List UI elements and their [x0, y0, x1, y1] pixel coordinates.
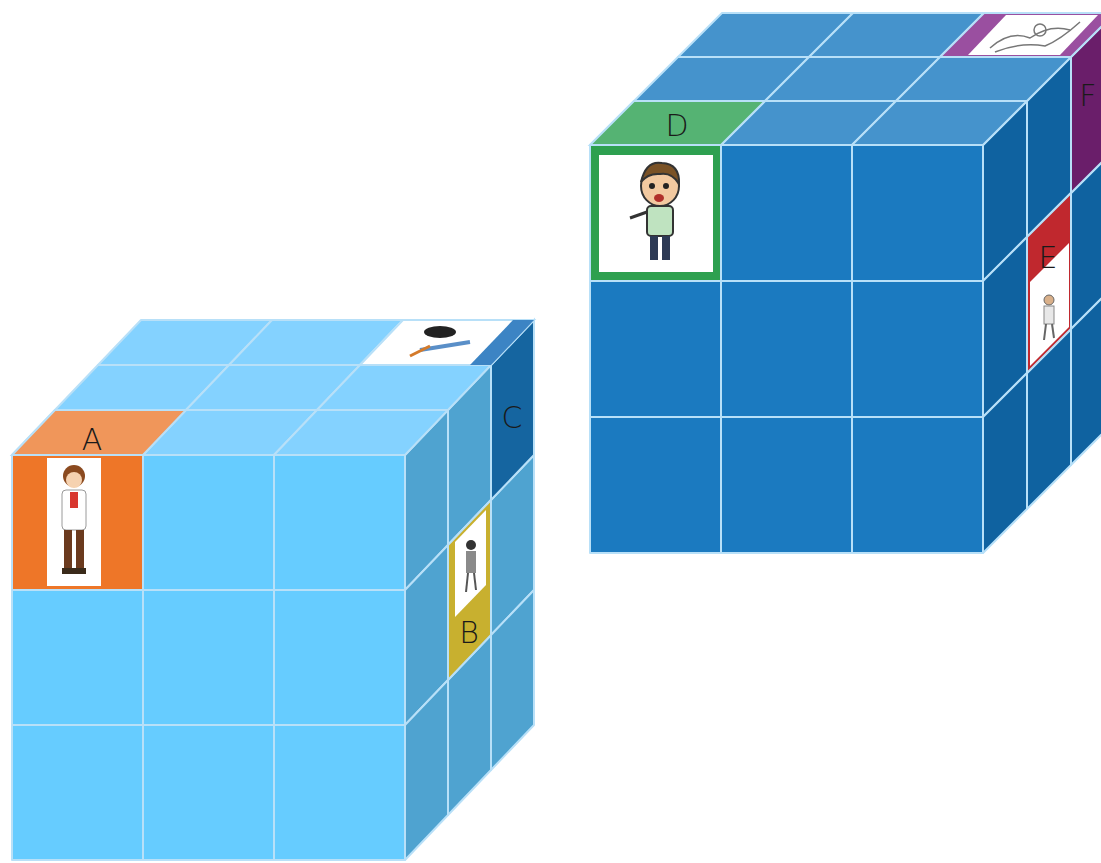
cube-cell	[590, 145, 721, 281]
cube-cell	[12, 455, 143, 590]
cube-cell	[274, 410, 448, 455]
cube-cell	[721, 417, 852, 553]
tile-b	[448, 500, 491, 680]
cube-cell	[1071, 285, 1101, 465]
cube-cell	[491, 590, 534, 770]
tile-letter: F	[1079, 81, 1096, 111]
cube-cell	[143, 455, 274, 590]
cube-cell	[590, 417, 721, 553]
cube-cell	[143, 590, 274, 725]
cube-cell	[590, 281, 721, 417]
tile-a	[12, 410, 186, 590]
cube-cell	[983, 373, 1027, 553]
tile-letter: C	[502, 403, 523, 433]
tile-e	[1027, 193, 1071, 373]
cube-cell	[405, 680, 448, 860]
tile-d	[590, 101, 765, 281]
tile-letter: B	[459, 618, 479, 648]
cube-cell	[274, 725, 405, 860]
cube-cell	[896, 57, 1071, 101]
cube-cell	[143, 725, 274, 860]
cube-cell	[940, 13, 1101, 57]
tile-c	[360, 320, 534, 500]
cube-cell	[852, 145, 983, 281]
cube-cell	[721, 145, 852, 281]
tile-f	[940, 13, 1101, 193]
cube-cell	[274, 455, 405, 590]
cube-cell	[12, 590, 143, 725]
cube-grid	[12, 13, 1101, 860]
cube-cell	[852, 101, 1027, 145]
tile-letter: D	[665, 111, 688, 141]
cube-cell	[852, 281, 983, 417]
cube-cell	[852, 417, 983, 553]
cube-cell	[274, 590, 405, 725]
cube-cell	[721, 281, 852, 417]
cube-cell	[12, 725, 143, 860]
tile-letter: E	[1039, 243, 1058, 273]
cube-cell	[317, 365, 491, 410]
tile-letter: A	[82, 425, 103, 455]
